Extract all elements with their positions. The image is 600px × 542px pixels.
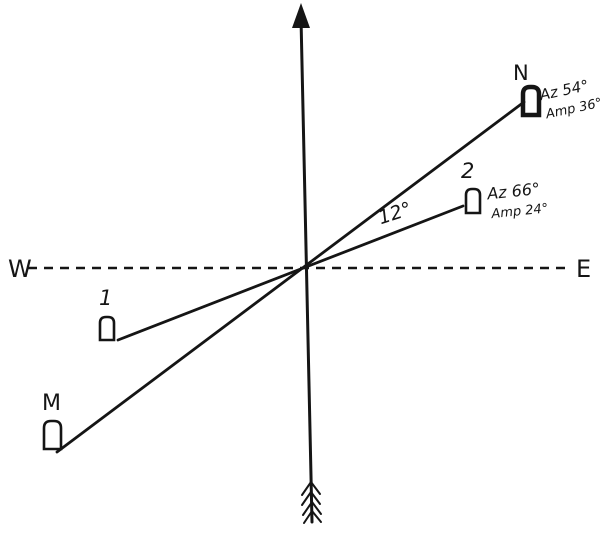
label-angle-12deg: 12° bbox=[375, 198, 414, 229]
label-n: N bbox=[513, 61, 529, 85]
label-2: 2 bbox=[461, 159, 474, 183]
marker-m-stone bbox=[42, 419, 63, 451]
label-m: M bbox=[42, 391, 61, 416]
arrow-feathers-icon bbox=[301, 481, 322, 524]
label-1: 1 bbox=[99, 286, 112, 310]
label-east: E bbox=[576, 255, 591, 283]
label-2-amplitude: Amp 24° bbox=[490, 201, 549, 222]
meridian-arrow bbox=[292, 3, 322, 524]
meridian-shaft bbox=[299, 16, 314, 524]
marker-1-stone bbox=[98, 315, 116, 342]
marker-n-stone bbox=[520, 84, 542, 118]
annotation-n-group: Az 54° Amp 36° bbox=[537, 76, 600, 122]
sight-line-1-2 bbox=[116, 204, 465, 342]
label-west: W bbox=[8, 255, 32, 283]
annotation-2-group: Az 66° Amp 24° bbox=[485, 179, 549, 222]
label-2-azimuth: Az 66° bbox=[485, 179, 540, 204]
arrowhead-icon bbox=[292, 3, 310, 28]
marker-2-stone bbox=[464, 187, 482, 215]
sight-line-m-n bbox=[55, 100, 526, 454]
